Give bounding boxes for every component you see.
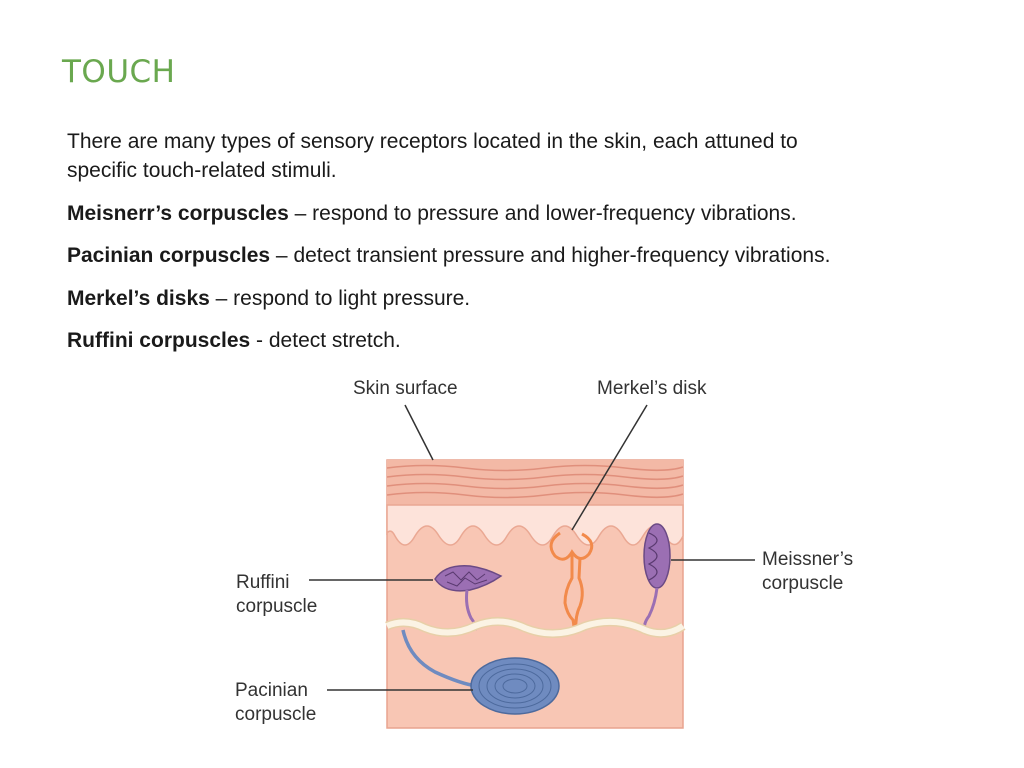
leader-line-merkels-disk <box>571 404 648 531</box>
papillary-layer <box>386 504 684 546</box>
receptor-separator: – <box>270 244 294 267</box>
receptor-separator: – <box>209 287 234 310</box>
intro-paragraph: There are many types of sensory receptor… <box>67 127 798 185</box>
label-meissners-corpuscle: Meissner’s corpuscle <box>762 548 853 596</box>
receptor-item-ruffini: Ruffini corpuscles - detect stretch. <box>67 326 401 355</box>
label-line: Meissner’s <box>762 549 854 570</box>
skin-receptor-diagram: Skin surface Merkel’s disk Meissner’s co… <box>225 368 885 768</box>
receptor-description: respond to light pressure. <box>233 287 471 310</box>
label-line: Ruffini <box>236 572 290 593</box>
label-skin-surface: Skin surface <box>353 378 458 399</box>
receptor-term: Ruffini corpuscles <box>67 329 251 352</box>
epidermis-strata <box>386 464 684 499</box>
label-line: corpuscle <box>235 704 317 725</box>
leader-lines <box>309 404 755 691</box>
label-pacinian-corpuscle: Pacinian corpuscle <box>235 679 316 727</box>
receptor-description: detect stretch. <box>268 329 401 352</box>
receptor-item-merkel: Merkel’s disks – respond to light pressu… <box>67 284 470 313</box>
label-line: Pacinian <box>235 680 308 701</box>
pacinian-corpuscle-receptor <box>401 629 560 715</box>
intro-line-2: specific touch-related stimuli. <box>67 159 337 182</box>
skin-cross-section-illustration <box>309 404 755 729</box>
receptor-term: Merkel’s disks <box>67 287 210 310</box>
label-line: corpuscle <box>762 573 844 594</box>
receptor-term: Pacinian corpuscles <box>67 244 271 267</box>
receptor-description: detect transient pressure and higher-fre… <box>293 244 831 267</box>
label-ruffini-corpuscle: Ruffini corpuscle <box>236 571 317 619</box>
slide-title: TOUCH <box>62 54 176 90</box>
epidermis-layer <box>387 460 683 505</box>
leader-line-skin-surface <box>404 404 434 461</box>
receptor-separator: - <box>250 329 269 352</box>
receptor-separator: – <box>288 202 313 225</box>
receptor-term: Meisnerr’s corpuscles <box>67 202 289 225</box>
receptor-item-meissner: Meisnerr’s corpuscles – respond to press… <box>67 199 797 228</box>
receptor-description: respond to pressure and lower-frequency … <box>312 202 797 225</box>
label-line: corpuscle <box>236 596 318 617</box>
intro-line-1: There are many types of sensory receptor… <box>67 130 798 153</box>
receptor-item-pacinian: Pacinian corpuscles – detect transient p… <box>67 241 830 270</box>
label-merkels-disk: Merkel’s disk <box>597 378 707 399</box>
